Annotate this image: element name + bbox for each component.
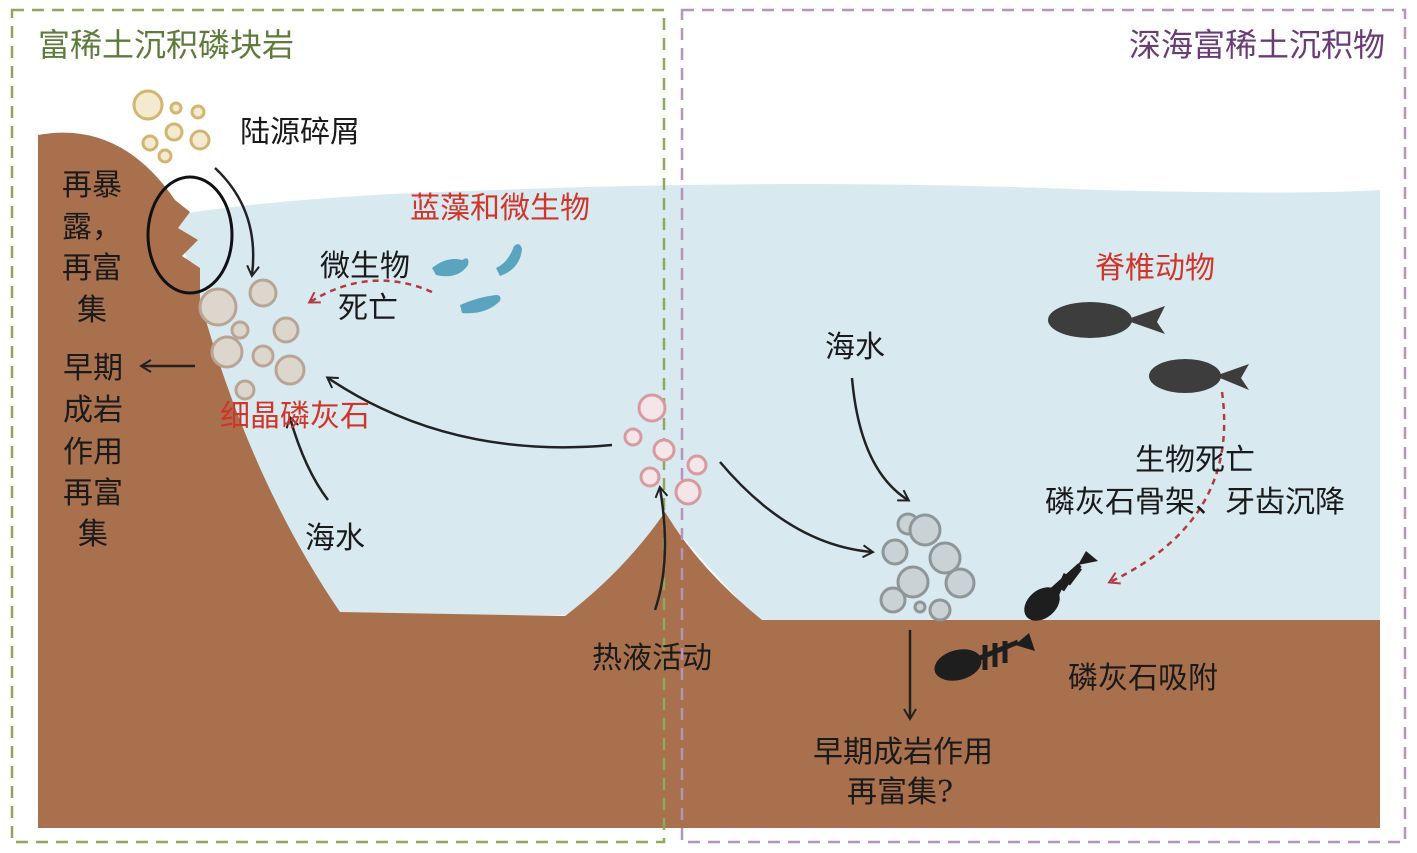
label-line: 露，: [62, 210, 122, 245]
label-apatite-adsorption: 磷灰石吸附: [1068, 661, 1218, 696]
label-fine-apatite: 细晶磷灰石: [220, 399, 370, 434]
reexposure-circle: [146, 175, 234, 295]
fine-apatite-particles: [198, 278, 306, 401]
label-line: 作用: [63, 435, 123, 470]
fish-skeleton-icons: [934, 551, 1098, 681]
label-reexposure: 再暴 露， 再富 集: [62, 168, 122, 328]
process-arrows: [139, 167, 917, 721]
label-bio-death-1: 生物死亡: [1135, 443, 1255, 478]
label-seawater-right: 海水: [825, 330, 885, 365]
microbe-icons: [432, 244, 522, 314]
label-bio-death-2: 磷灰石骨架、牙齿沉降: [1045, 485, 1345, 520]
label-terrigenous: 陆源碎屑: [240, 115, 360, 150]
label-early-diagenesis-right-2: 再富集?: [847, 775, 953, 810]
vertebrate-fish-icons: [1048, 302, 1249, 393]
seawater-body: [175, 184, 1380, 622]
sediment-seafloor: [38, 132, 1380, 828]
label-vertebrates: 脊椎动物: [1095, 251, 1215, 286]
right-panel-border: [680, 8, 1407, 844]
terrigenous-particles: [132, 89, 211, 164]
label-line: 集: [77, 293, 107, 328]
label-seawater-left: 海水: [305, 521, 365, 556]
label-line: 再富: [62, 251, 122, 286]
hydrothermal-particles: [623, 393, 708, 506]
label-hydrothermal: 热液活动: [592, 641, 712, 676]
left-panel-title: 富稀土沉积磷块岩: [38, 26, 294, 64]
label-early-diagenesis-left: 早期 成岩 作用 再富 集: [63, 351, 123, 552]
label-line: 再富: [63, 476, 123, 511]
label-microbe-death-1: 微生物: [320, 249, 410, 284]
label-microbe-death-2: 死亡: [338, 291, 398, 326]
red-dashed-arrows: [307, 279, 1226, 585]
label-line: 集: [78, 517, 108, 552]
left-panel-border: [10, 8, 666, 844]
label-line: 早期: [63, 351, 123, 386]
deep-sea-particles: [879, 512, 976, 622]
label-line: 再暴: [62, 168, 122, 203]
label-early-diagenesis-right-1: 早期成岩作用: [813, 735, 993, 770]
label-cyanobacteria: 蓝藻和微生物: [410, 191, 590, 226]
label-line: 成岩: [63, 393, 123, 428]
right-panel-title: 深海富稀土沉积物: [1129, 26, 1385, 64]
